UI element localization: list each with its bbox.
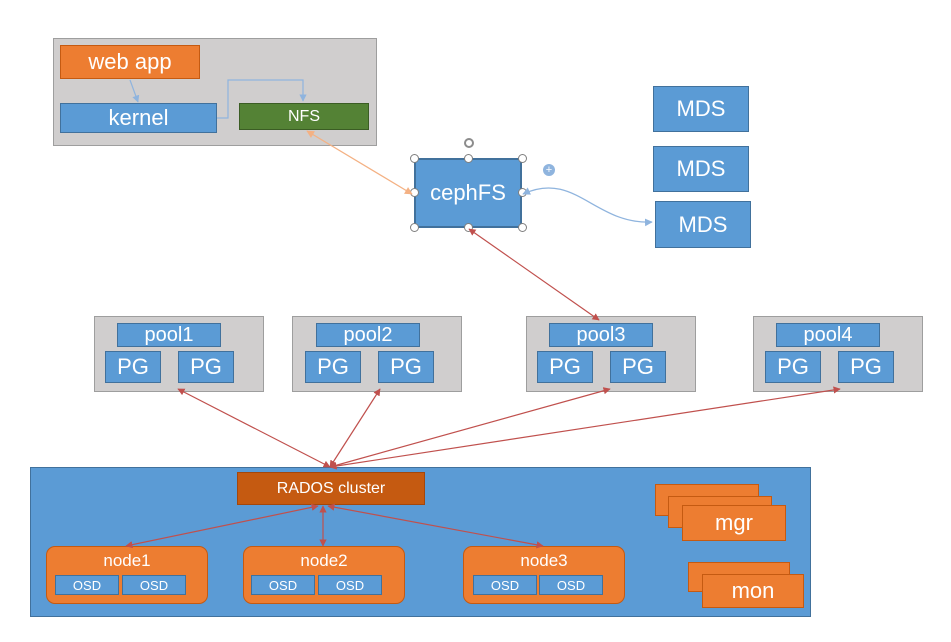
pool-label: pool4 (776, 323, 880, 347)
osd-box: OSD (318, 575, 382, 595)
resize-handle-top[interactable] (464, 154, 473, 163)
arrow-rados-node1 (125, 503, 319, 549)
arrow-cephfs-pool3 (468, 228, 600, 321)
arrow-kernel-to-nfs (217, 79, 307, 119)
pool-label: pool1 (117, 323, 221, 347)
kernel-box: kernel (60, 103, 217, 133)
arrow-rados-pool4 (329, 386, 841, 470)
node-label: node2 (300, 551, 348, 570)
node-label: node3 (520, 551, 568, 570)
pg-box: PG (838, 351, 894, 383)
arrow-nfs-cephfs (306, 130, 413, 195)
pg-box: PG (105, 351, 161, 383)
pool-label: pool2 (316, 323, 420, 347)
osd-box: OSD (251, 575, 315, 595)
node-label: node1 (103, 551, 151, 570)
mgr-box: mgr (682, 505, 786, 541)
rotate-handle-icon[interactable] (464, 138, 474, 148)
rados-cluster-label: RADOS cluster (237, 472, 425, 505)
mds-box-2: MDS (653, 146, 749, 192)
nfs-box: NFS (239, 103, 369, 130)
arrow-rados-node3 (327, 503, 544, 549)
mds-box-3: MDS (655, 201, 751, 248)
osd-box: OSD (539, 575, 603, 595)
osd-box: OSD (473, 575, 537, 595)
pg-box: PG (305, 351, 361, 383)
pg-box: PG (537, 351, 593, 383)
pg-box: PG (765, 351, 821, 383)
mon-box: mon (702, 574, 804, 608)
osd-box: OSD (55, 575, 119, 595)
web-app-box: web app (60, 45, 200, 79)
add-connection-icon[interactable]: + (543, 164, 555, 176)
arrow-rados-pool1 (177, 388, 331, 468)
pool-label: pool3 (549, 323, 653, 347)
mds-box-1: MDS (653, 86, 749, 132)
resize-handle-bottom-left[interactable] (410, 223, 419, 232)
resize-handle-top-right[interactable] (518, 154, 527, 163)
pg-box: PG (610, 351, 666, 383)
node-3: node3 OSD OSD (463, 546, 625, 604)
node-2: node2 OSD OSD (243, 546, 405, 604)
pg-box: PG (378, 351, 434, 383)
node-1: node1 OSD OSD (46, 546, 208, 604)
pg-box: PG (178, 351, 234, 383)
arrow-cephfs-mds (522, 187, 653, 227)
arrow-webapp-to-kernel (129, 79, 140, 103)
osd-box: OSD (122, 575, 186, 595)
